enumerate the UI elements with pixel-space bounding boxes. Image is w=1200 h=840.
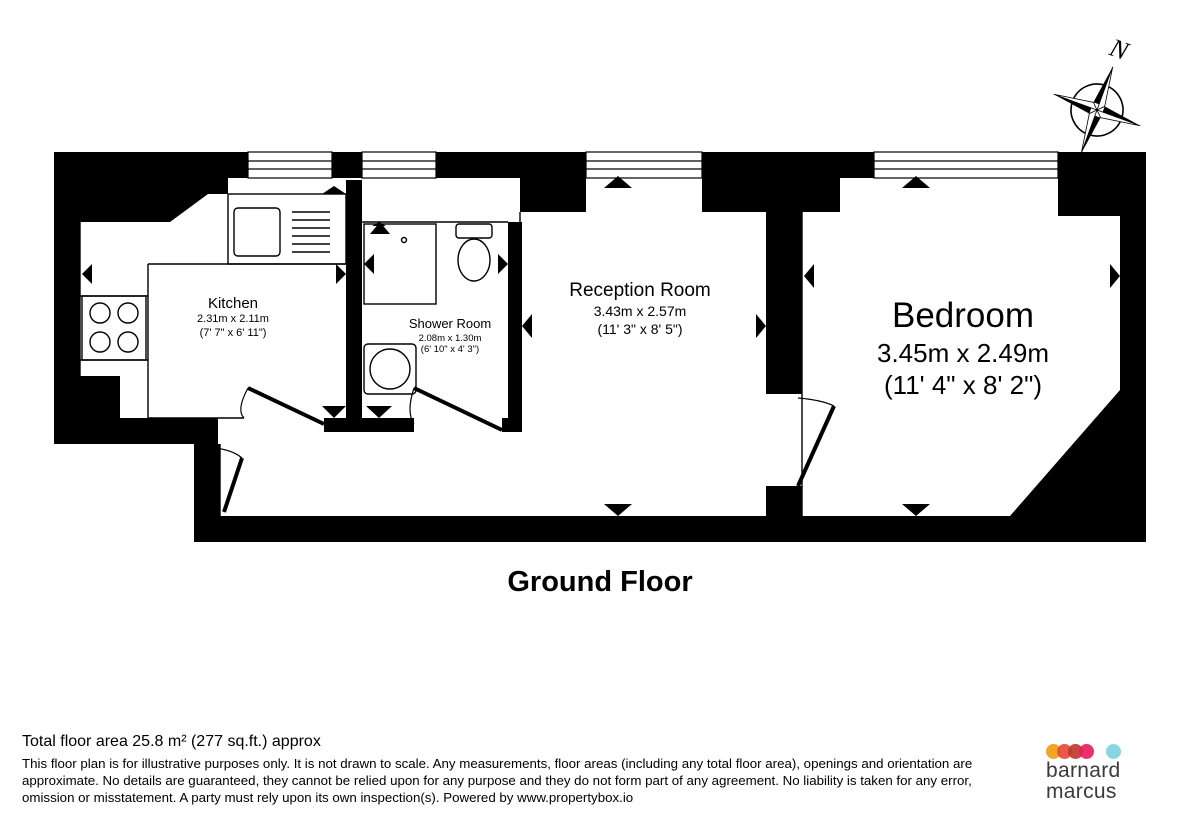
windows [247,151,1059,179]
basin [363,343,417,395]
kitchen-metric: 2.31m x 2.11m [197,313,269,325]
brand-logo: barnard marcus [1046,742,1166,802]
kitchen-imperial: (7' 7" x 6' 11") [200,327,267,339]
brand-dots [1046,742,1166,760]
bedroom-name: Bedroom [892,296,1034,335]
shower-metric: 2.08m x 1.30m [419,333,482,344]
shower-tray [363,223,437,305]
doors [197,386,836,513]
room-labels: Kitchen 2.31m x 2.11m (7' 7" x 6' 11") S… [197,280,1049,400]
shower-name: Shower Room [409,316,491,331]
floor-title: Ground Floor [507,566,693,598]
reception-metric: 3.43m x 2.57m [594,303,687,319]
kitchen-hob [81,295,147,361]
floor-plan: Kitchen 2.31m x 2.11m (7' 7" x 6' 11") S… [54,32,1146,542]
compass-n-label: N [1105,32,1134,66]
kitchen-sink [233,207,330,257]
bedroom-imperial: (11' 4" x 8' 2") [884,370,1042,400]
brand-line-1: barnard [1046,759,1121,782]
walls [54,152,1146,542]
shower-imperial: (6' 10" x 4' 3") [421,344,479,355]
bedroom-metric: 3.45m x 2.49m [877,338,1049,368]
reception-imperial: (11' 3" x 8' 5") [597,321,682,337]
brand-dot-4 [1079,743,1094,759]
kitchen-name: Kitchen [208,295,258,312]
compass-north-arrow [1093,66,1113,107]
brand-dot-5 [1106,743,1121,759]
disclaimer-text: This floor plan is for illustrative purp… [22,756,973,805]
compass: N [1053,32,1141,154]
toilet [455,223,493,282]
total-floor-area: Total floor area 25.8 m² (277 sq.ft.) ap… [22,733,321,750]
brand-line-2: marcus [1046,780,1117,803]
reception-name: Reception Room [569,280,711,301]
dimension-arrows [82,176,1120,516]
